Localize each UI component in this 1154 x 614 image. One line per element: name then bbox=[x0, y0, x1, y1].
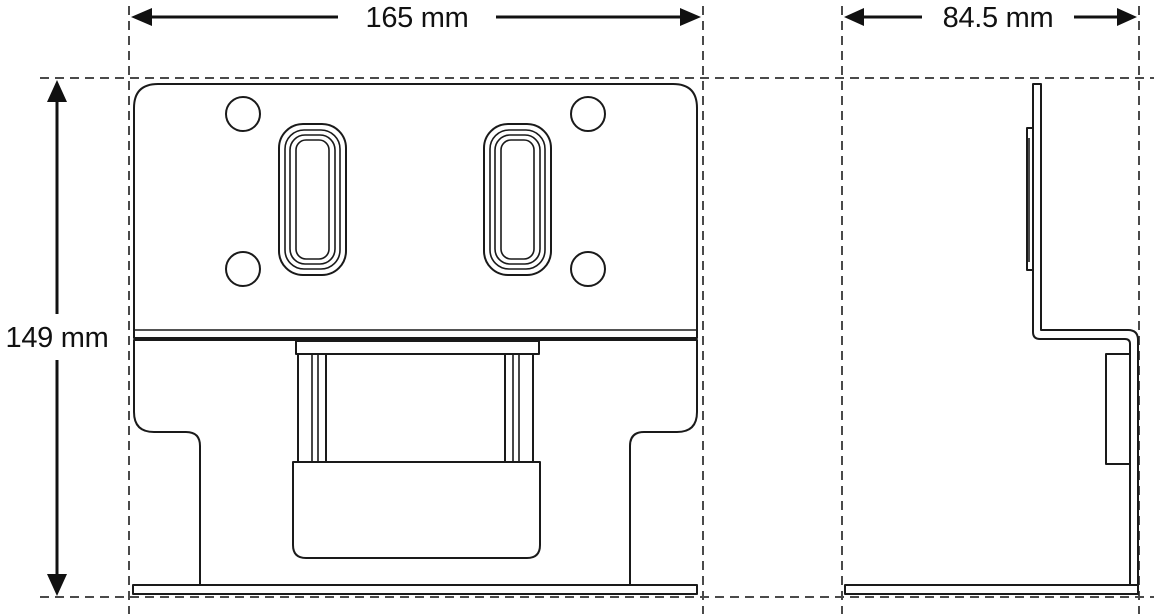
width-label: 165 mm bbox=[366, 2, 469, 34]
clamp-block bbox=[292, 461, 541, 559]
height-dimension: 149 mm bbox=[6, 80, 109, 596]
clamp-cross-bar bbox=[295, 340, 540, 355]
slot-right bbox=[483, 123, 552, 276]
mount-hole-bottom-left bbox=[225, 251, 261, 287]
depth-arrow-right bbox=[1117, 8, 1137, 26]
width-dimension: 165 mm bbox=[131, 2, 701, 34]
side-base-flange bbox=[844, 584, 1139, 595]
front-base-flange bbox=[132, 584, 698, 595]
depth-dimension: 84.5 mm bbox=[844, 2, 1137, 34]
depth-label: 84.5 mm bbox=[943, 2, 1054, 34]
side-view bbox=[844, 83, 1139, 595]
height-arrow-top bbox=[47, 80, 67, 102]
slot-left bbox=[278, 123, 347, 276]
mount-hole-bottom-right bbox=[570, 251, 606, 287]
mount-hole-top-left bbox=[225, 96, 261, 132]
guide-lines bbox=[40, 6, 1154, 614]
front-view bbox=[132, 83, 698, 595]
width-arrow-right bbox=[680, 8, 701, 26]
front-top-plate bbox=[133, 83, 698, 339]
clamp-post-right bbox=[504, 353, 534, 467]
side-rear-boss bbox=[1026, 127, 1034, 271]
depth-arrow-left bbox=[844, 8, 864, 26]
width-arrow-left bbox=[131, 8, 152, 26]
mount-hole-top-right bbox=[570, 96, 606, 132]
height-arrow-bottom bbox=[47, 574, 67, 596]
side-clamp-block bbox=[1105, 353, 1131, 465]
clamp-post-left bbox=[297, 353, 327, 467]
side-profile bbox=[1032, 83, 1139, 589]
height-label: 149 mm bbox=[6, 322, 109, 354]
